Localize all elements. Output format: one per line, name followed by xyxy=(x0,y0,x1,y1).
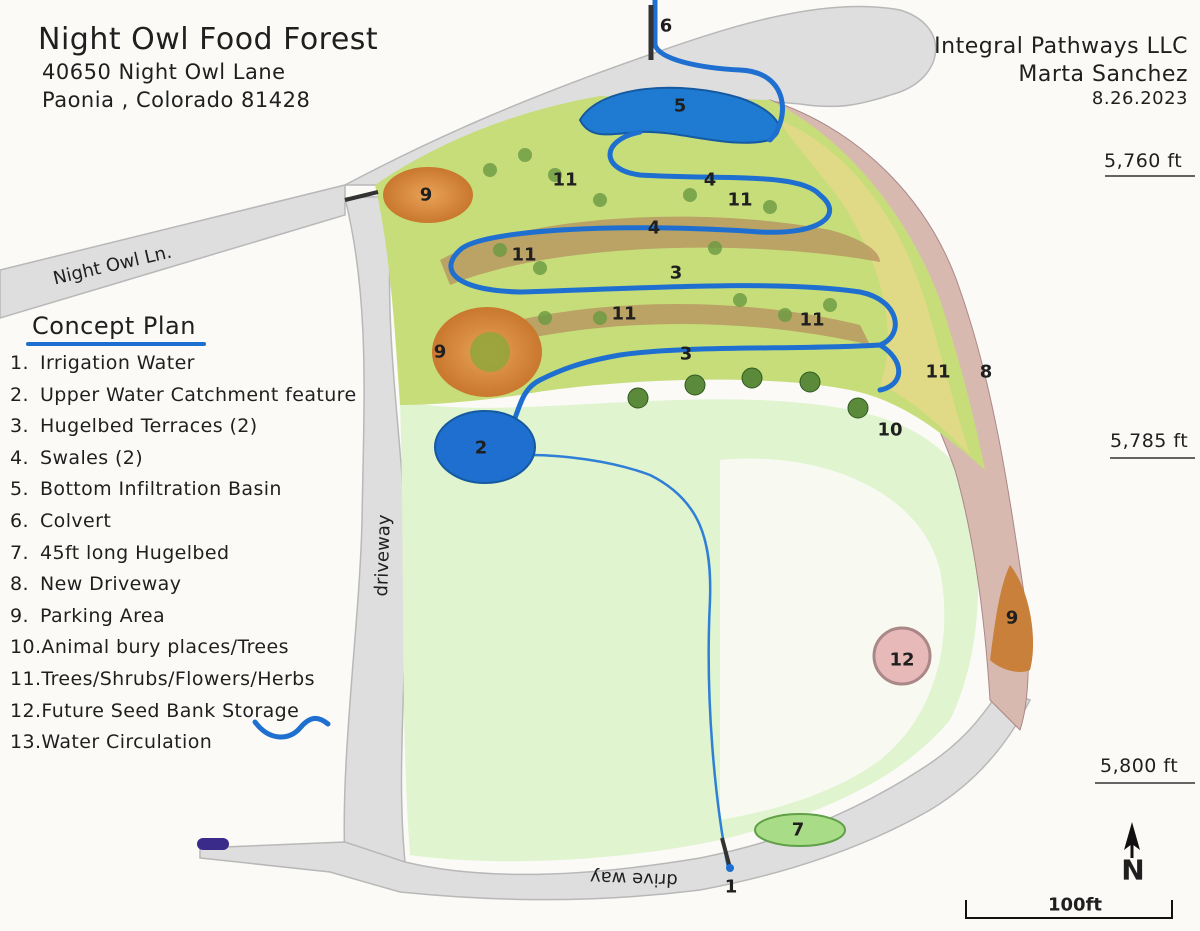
tree-marker xyxy=(628,388,648,408)
label-inlet: 1 xyxy=(725,877,738,898)
label-parking-mid: 9 xyxy=(434,342,447,363)
planting-marker xyxy=(763,200,777,214)
legend-item-number: 5. xyxy=(10,474,40,506)
legend-item-label: Colvert xyxy=(40,510,111,532)
label-basin: 5 xyxy=(674,96,687,117)
legend-item: 2.Upper Water Catchment feature xyxy=(10,380,357,412)
legend-item: 13.Water Circulation xyxy=(10,727,357,759)
elevation-label-1: 5,760 ft xyxy=(1104,150,1182,172)
label-hugelbed-long: 7 xyxy=(792,820,805,841)
bottom-driveway-label: drive way xyxy=(590,866,678,890)
legend-item-number: 13. xyxy=(10,727,41,759)
legend-item-label: Upper Water Catchment feature xyxy=(40,384,357,406)
legend-item: 10.Animal bury places/Trees xyxy=(10,632,357,664)
inlet-dot xyxy=(726,864,734,872)
label-culvert: 6 xyxy=(660,16,673,37)
legend-item-number: 9. xyxy=(10,601,40,633)
legend-item: 6.Colvert xyxy=(10,506,357,538)
label-swale-2: 4 xyxy=(648,218,661,239)
legend-item-label: Swales (2) xyxy=(40,447,143,469)
label-plantings-2: 11 xyxy=(727,190,752,211)
planting-marker xyxy=(823,298,837,312)
legend-item-number: 6. xyxy=(10,506,40,538)
label-plantings-1: 11 xyxy=(552,170,577,191)
label-animal-trees: 10 xyxy=(877,420,902,441)
legend-item: 7.45ft long Hugelbed xyxy=(10,538,357,570)
label-seed-bank: 12 xyxy=(889,650,914,671)
tree-marker xyxy=(685,375,705,395)
legend-title: Concept Plan xyxy=(32,312,196,340)
tree-marker xyxy=(800,372,820,392)
tree-marker xyxy=(848,398,868,418)
compass-letter: N xyxy=(1121,854,1144,887)
legend-item: 4.Swales (2) xyxy=(10,443,357,475)
planting-marker xyxy=(593,193,607,207)
legend-item: 3.Hugelbed Terraces (2) xyxy=(10,411,357,443)
legend-item-number: 4. xyxy=(10,443,40,475)
legend-item: 12.Future Seed Bank Storage xyxy=(10,696,357,728)
driveway-label: driveway xyxy=(371,514,395,597)
label-plantings-5: 11 xyxy=(799,310,824,331)
legend-item-number: 2. xyxy=(10,380,40,412)
legend-item-label: Hugelbed Terraces (2) xyxy=(40,415,258,437)
label-catchment: 2 xyxy=(475,438,488,459)
label-swale-1: 4 xyxy=(704,170,717,191)
designer-name: Marta Sanchez xyxy=(1018,62,1188,87)
legend-item-label: New Driveway xyxy=(40,573,181,595)
planting-marker xyxy=(493,243,507,257)
planting-marker xyxy=(538,311,552,325)
legend-item: 9.Parking Area xyxy=(10,601,357,633)
legend-item-number: 12. xyxy=(10,696,41,728)
company-name: Integral Pathways LLC xyxy=(934,34,1188,59)
legend-item-number: 1. xyxy=(10,348,40,380)
label-new-driveway: 8 xyxy=(980,362,993,383)
planting-marker xyxy=(683,188,697,202)
map-title: Night Owl Food Forest xyxy=(38,22,378,57)
purple-marker xyxy=(197,838,229,850)
legend-item-label: 45ft long Hugelbed xyxy=(40,542,229,564)
planting-marker xyxy=(593,311,607,325)
legend-item: 8.New Driveway xyxy=(10,569,357,601)
legend-item-number: 11. xyxy=(10,664,41,696)
legend-item-number: 7. xyxy=(10,538,40,570)
address-line-1: 40650 Night Owl Lane xyxy=(42,60,286,84)
legend-item-label: Animal bury places/Trees xyxy=(41,636,289,658)
tree-marker xyxy=(742,368,762,388)
planting-marker xyxy=(778,308,792,322)
night-owl-lane xyxy=(0,185,345,318)
planting-marker xyxy=(733,293,747,307)
legend-item-label: Water Circulation xyxy=(41,731,212,753)
legend-item-label: Future Seed Bank Storage xyxy=(41,700,299,722)
scale-label: 100ft xyxy=(1048,895,1102,916)
elevation-label-3: 5,800 ft xyxy=(1100,755,1178,777)
label-plantings-6: 11 xyxy=(925,362,950,383)
legend-item-label: Bottom Infiltration Basin xyxy=(40,478,282,500)
label-parking-right: 9 xyxy=(1006,608,1019,629)
parking-area-mid-inner xyxy=(470,332,510,372)
legend-item-number: 3. xyxy=(10,411,40,443)
label-plantings-4: 11 xyxy=(611,304,636,325)
label-plantings-3: 11 xyxy=(511,245,536,266)
label-terrace-2: 3 xyxy=(680,344,693,365)
planting-marker xyxy=(518,148,532,162)
label-terrace-1: 3 xyxy=(670,263,683,284)
label-parking-top: 9 xyxy=(420,185,433,206)
legend-item-label: Parking Area xyxy=(40,605,165,627)
legend-item-number: 10. xyxy=(10,632,41,664)
legend-item-label: Trees/Shrubs/Flowers/Herbs xyxy=(41,668,315,690)
planting-marker xyxy=(708,241,722,255)
legend-list: 1.Irrigation Water 2.Upper Water Catchme… xyxy=(10,348,357,759)
planting-marker xyxy=(483,163,497,177)
legend-item: 1.Irrigation Water xyxy=(10,348,357,380)
address-line-2: Paonia , Colorado 81428 xyxy=(42,88,310,112)
legend-item-label: Irrigation Water xyxy=(40,352,195,374)
legend-item: 11.Trees/Shrubs/Flowers/Herbs xyxy=(10,664,357,696)
elevation-label-2: 5,785 ft xyxy=(1110,430,1188,452)
plan-date: 8.26.2023 xyxy=(1092,88,1188,109)
legend-item: 5.Bottom Infiltration Basin xyxy=(10,474,357,506)
legend-item-number: 8. xyxy=(10,569,40,601)
